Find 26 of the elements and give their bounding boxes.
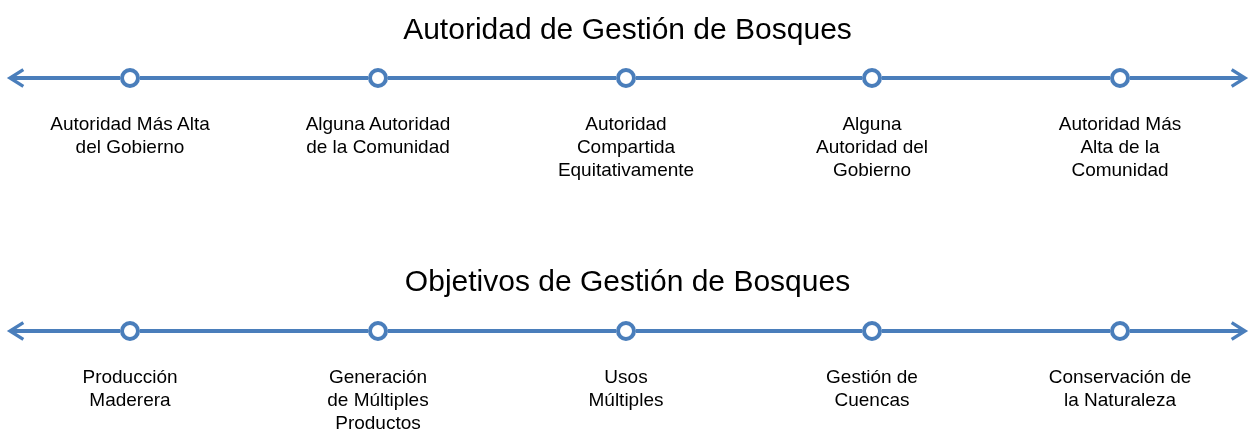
marker-label: Autoridad Más Alta del Gobierno <box>49 112 211 158</box>
arrow <box>8 68 120 88</box>
timeline-marker <box>862 321 882 341</box>
marker-label: Alguna Autoridad de la Comunidad <box>304 112 452 158</box>
marker-label: Autoridad Más Alta de la Comunidad <box>1057 112 1183 181</box>
timeline-marker <box>368 68 388 88</box>
timeline-marker <box>1110 321 1130 341</box>
arrow <box>1130 68 1247 88</box>
timeline-marker <box>862 68 882 88</box>
timeline-marker <box>1110 68 1130 88</box>
marker-label: Usos Múltiples <box>587 365 665 411</box>
marker-label: Alguna Autoridad del Gobierno <box>815 112 929 181</box>
marker-label: Autoridad Compartida Equitativamente <box>556 112 696 181</box>
marker-label: Conservación de la Naturaleza <box>1047 365 1193 411</box>
timeline-marker <box>368 321 388 341</box>
marker-label: Gestión de Cuencas <box>825 365 919 411</box>
marker-label: Producción Maderera <box>81 365 179 411</box>
timeline-marker <box>120 68 140 88</box>
timeline-marker <box>616 68 636 88</box>
marker-label: Generación de Múltiples Productos <box>326 365 430 434</box>
timeline-marker <box>120 321 140 341</box>
timeline-marker <box>616 321 636 341</box>
arrow <box>8 321 120 341</box>
arrow <box>1130 321 1247 341</box>
scale-heading: Autoridad de Gestión de Bosques <box>402 12 853 46</box>
scale-heading: Objetivos de Gestión de Bosques <box>403 264 852 298</box>
